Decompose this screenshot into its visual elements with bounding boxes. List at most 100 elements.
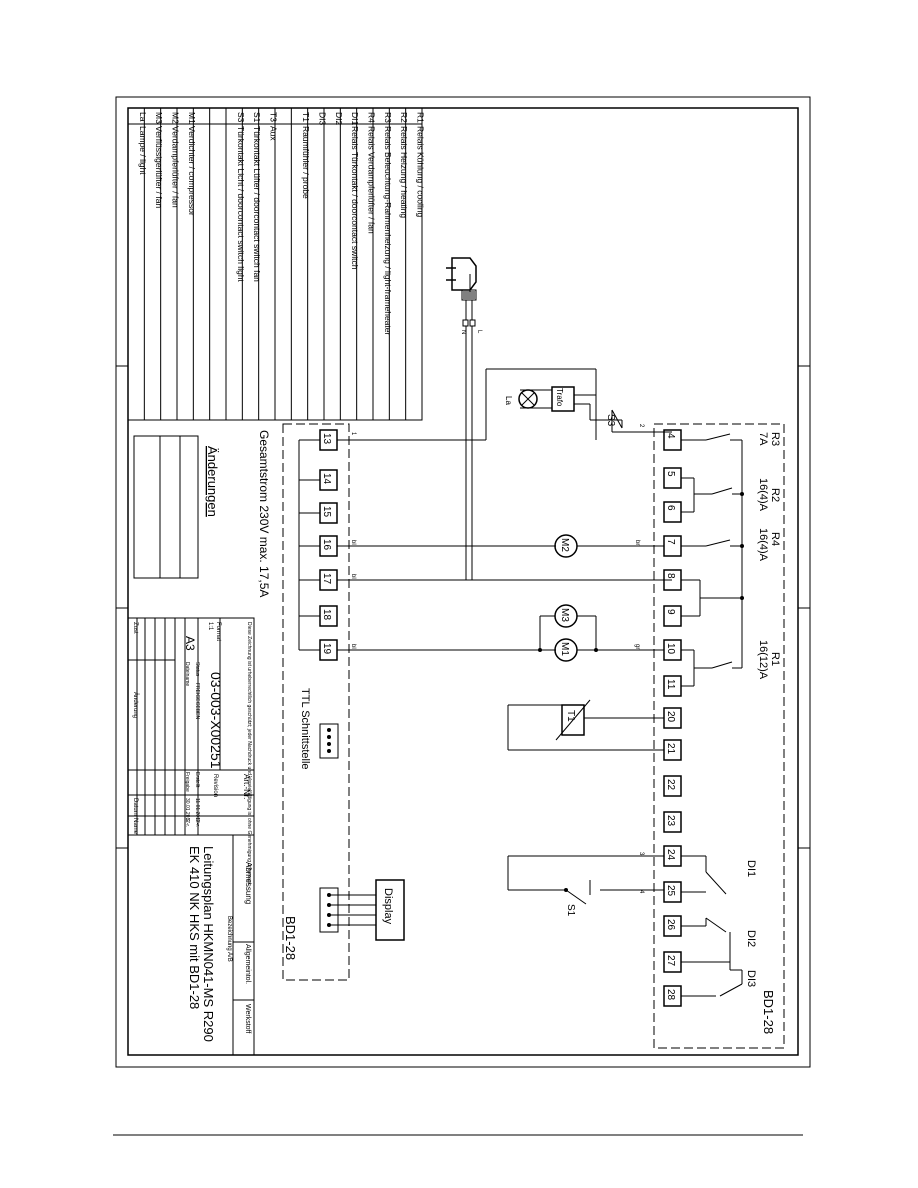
copyright-note: Diese Zeichnung ist urheberrechtlich ges… bbox=[246, 622, 252, 886]
lamp-label: La bbox=[504, 396, 513, 405]
legend-code: S1 bbox=[252, 112, 262, 123]
legend-code: La bbox=[138, 112, 148, 122]
legend-code: M1 bbox=[187, 112, 197, 124]
terminal-block: 10 bbox=[663, 639, 682, 661]
terminal-block: 9 bbox=[663, 605, 682, 627]
drawing-title-line2: EK 410 NK HKS mit BD1-28 bbox=[187, 846, 202, 1009]
r2-name: R2 bbox=[769, 488, 781, 502]
terminal-block: 7 bbox=[663, 535, 682, 557]
s1-door-switch: S1 3 4 bbox=[507, 852, 664, 917]
legend-code: DI2 bbox=[334, 112, 344, 126]
terminal-block: 11 bbox=[663, 675, 682, 697]
display-module: Display bbox=[375, 879, 405, 941]
power-plug: L N bbox=[446, 257, 482, 334]
legend-code: R3 bbox=[383, 112, 393, 123]
lamp-symbol: La bbox=[504, 389, 538, 409]
r1-name: R1 bbox=[769, 652, 781, 666]
terminal-block: 16 bbox=[319, 535, 338, 557]
m1-label: M1 bbox=[559, 642, 570, 656]
terminal-number: 14 bbox=[321, 473, 332, 485]
wire-number-1: 1 bbox=[350, 432, 356, 436]
terminal-block: 17 bbox=[319, 569, 338, 591]
terminal-block: 6 bbox=[663, 501, 682, 523]
terminal-number: 16 bbox=[321, 539, 332, 551]
trafo-transformer: Trafo bbox=[551, 386, 575, 412]
terminal-block: 25 bbox=[663, 881, 682, 903]
aenderung-label: Änderung bbox=[132, 692, 139, 718]
terminal-number: 25 bbox=[665, 885, 676, 897]
terminal-number: 23 bbox=[665, 815, 676, 827]
terminal-number: 20 bbox=[665, 711, 676, 723]
r1-rating: 16(12)A bbox=[757, 640, 769, 680]
freigabe-value: 30.01.2017 bbox=[184, 798, 190, 823]
terminal-number: 26 bbox=[665, 919, 676, 931]
wire-color-bl-16: bl bbox=[350, 540, 356, 545]
bd1-left-label: BD1-28 bbox=[283, 916, 298, 960]
terminal-number: 27 bbox=[665, 955, 676, 967]
display-connector bbox=[319, 887, 376, 933]
relay-r4-contact: R4 16(4)A bbox=[681, 528, 781, 562]
terminal-block: 26 bbox=[663, 915, 682, 937]
relay-r1-contact: R1 16(12)A bbox=[681, 640, 781, 687]
di2-label: DI2 bbox=[745, 930, 757, 947]
plug-label-n: N bbox=[460, 330, 466, 334]
legend-code: T1 bbox=[301, 112, 311, 122]
legend-text: Relais Türkontakt / doorcontact switch bbox=[350, 126, 360, 270]
legend-text: Türkontakt Lüfter / doorcontact switch f… bbox=[252, 126, 262, 282]
t1-probe: T1 bbox=[507, 699, 664, 751]
terminal-block: 4 bbox=[663, 429, 682, 451]
status-label: Status bbox=[194, 662, 200, 677]
terminal-number: 4 bbox=[665, 433, 676, 439]
bd1-right-box bbox=[653, 423, 785, 1049]
legend-text: Lampe / light bbox=[138, 126, 148, 175]
legend-text: Raumfühler / probe bbox=[301, 126, 311, 199]
motor-m2: M2 bbox=[554, 534, 578, 558]
display-label: Display bbox=[382, 888, 394, 925]
legend-text: Aux bbox=[268, 126, 278, 141]
m2-label: M2 bbox=[559, 538, 570, 552]
wire-color-br: br bbox=[634, 540, 640, 545]
outer-frame bbox=[115, 96, 811, 1068]
format-label: Format bbox=[215, 622, 221, 641]
relay-r3-contact: R3 7A bbox=[681, 432, 781, 446]
changes-title: Änderungen bbox=[205, 446, 220, 517]
terminal-number: 19 bbox=[321, 643, 332, 655]
motor-m3: M3 bbox=[538, 604, 598, 652]
terminal-number: 15 bbox=[321, 506, 332, 518]
legend-code: R1 bbox=[415, 112, 425, 123]
datum-label: Datum bbox=[132, 798, 138, 816]
legend-code: R4 bbox=[366, 112, 376, 123]
zust-label: Zust bbox=[132, 622, 138, 634]
legend-text: Türkontakt Licht / doorcontact switch li… bbox=[236, 126, 246, 283]
terminal-number: 21 bbox=[665, 743, 676, 755]
legend-text: Relais Kühlung / cooling bbox=[415, 126, 425, 217]
erstellt-label: Erstellt bbox=[194, 772, 200, 788]
terminal-number: 7 bbox=[665, 539, 676, 545]
legend-code: R2 bbox=[399, 112, 409, 123]
scale-label: 1:1 bbox=[207, 622, 213, 631]
wire-number-2: 2 bbox=[638, 424, 644, 428]
di2-contact: DI2 bbox=[681, 917, 757, 963]
terminal-number: 5 bbox=[665, 471, 676, 477]
abmessung-label: Abmessung bbox=[244, 862, 253, 904]
bezeichnung-label: Bezeichnung A/B bbox=[226, 916, 232, 962]
dateiname-label: Dateiname bbox=[184, 662, 190, 686]
terminal-block: 23 bbox=[663, 811, 682, 833]
status-value: FREIGEGEBEN bbox=[194, 683, 200, 720]
motor-m1: M1 bbox=[554, 638, 578, 662]
terminal-block: 14 bbox=[319, 469, 338, 491]
relay-r2-contact: R2 16(4)A bbox=[681, 477, 781, 513]
terminal-number: 13 bbox=[321, 433, 332, 445]
terminal-number: 6 bbox=[665, 505, 676, 511]
terminal-number: 10 bbox=[665, 643, 676, 655]
terminal-block: 19 bbox=[319, 639, 338, 661]
wire-color-bl-19: bl bbox=[350, 644, 356, 649]
terminal-number: 17 bbox=[321, 573, 332, 585]
r4-rating: 16(4)A bbox=[757, 528, 769, 562]
plug-label-l: L bbox=[476, 330, 482, 334]
legend-code: T3 bbox=[268, 112, 278, 122]
gesamtstrom-label: Gesamtstrom 230V max. 17,5A bbox=[257, 430, 271, 597]
title-block: Diese Zeichnung ist urheberrechtlich ges… bbox=[127, 617, 255, 1056]
